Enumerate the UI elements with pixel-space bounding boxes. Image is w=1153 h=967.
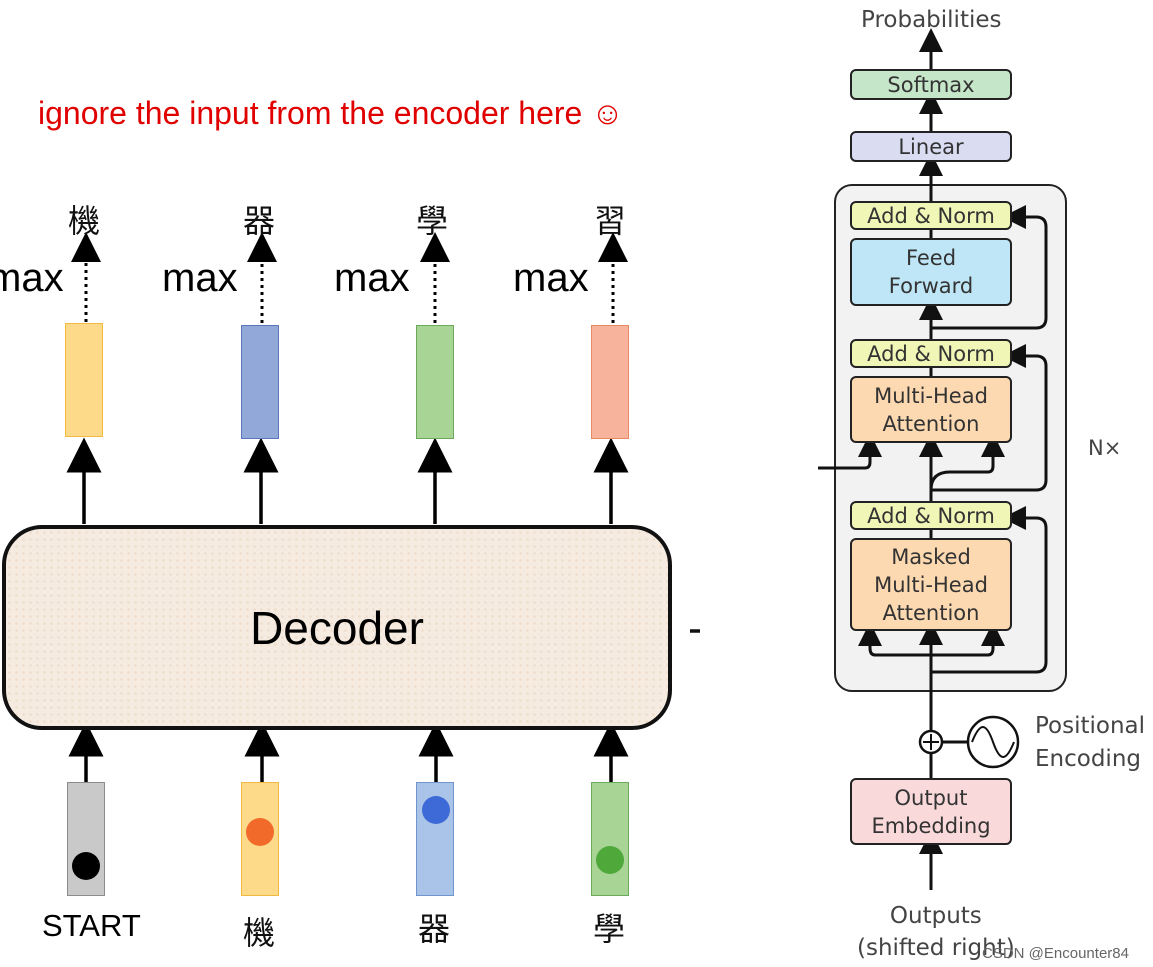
multi-head-attention-block: Multi-Head Attention (850, 376, 1012, 443)
input-dot-3 (422, 796, 450, 824)
positional-encoding-label: Positional Encoding (1035, 713, 1146, 772)
output-embedding-block: Output Embedding (850, 778, 1012, 845)
output-char-4: 習 (594, 202, 627, 240)
input-arrows (68, 721, 629, 782)
add-norm-block-2: Add & Norm (850, 339, 1012, 368)
add-icon (918, 729, 944, 755)
nx-label: N× (1088, 436, 1122, 460)
input-dot-4 (596, 846, 624, 874)
input-vector-1 (67, 782, 105, 896)
input-label-4: 學 (593, 910, 626, 948)
feed-forward-block: Feed Forward (850, 238, 1012, 306)
add-norm-block-3: Add & Norm (850, 201, 1012, 230)
transformer-connections (818, 28, 1048, 890)
softmax-block: Softmax (850, 69, 1012, 100)
output-probabilities-label: Probabilities (861, 7, 1002, 33)
input-vector-2 (241, 782, 279, 896)
output-vector-3 (416, 325, 454, 439)
max-label-4: max (513, 256, 589, 300)
decoder-label: Decoder (250, 601, 424, 654)
input-vector-3 (416, 782, 454, 896)
outputs-shifted-right-label: Outputs (shifted right) (857, 903, 1015, 961)
positional-encoding-icon (966, 715, 1020, 769)
output-char-1: 機 (68, 202, 101, 240)
output-char-3: 學 (416, 202, 449, 240)
watermark: CSDN @Encounter84 (982, 945, 1129, 962)
masked-multi-head-attention-block: Masked Multi-Head Attention (850, 538, 1012, 631)
input-label-2: 機 (243, 914, 276, 952)
input-label-start: START (42, 908, 141, 943)
input-dot-2 (246, 818, 274, 846)
linear-block: Linear (850, 131, 1012, 162)
output-arrows (66, 437, 629, 524)
output-vector-2 (241, 325, 279, 439)
decoder-connections (66, 232, 700, 782)
max-label-1: max (0, 256, 64, 300)
dotted-arrows (71, 232, 628, 323)
input-vector-4 (591, 782, 629, 896)
input-dot-1 (72, 852, 100, 880)
max-label-3: max (334, 256, 410, 300)
encoder-note: ignore the input from the encoder here ☺ (38, 95, 624, 131)
curly-brace (689, 629, 700, 633)
output-char-2: 器 (243, 202, 276, 240)
output-vector-4 (591, 325, 629, 439)
input-label-3: 器 (418, 910, 451, 948)
add-norm-block-1: Add & Norm (850, 501, 1012, 530)
max-label-2: max (162, 256, 238, 300)
output-vector-1 (65, 323, 103, 437)
decoder-block: Decoder (2, 525, 672, 730)
